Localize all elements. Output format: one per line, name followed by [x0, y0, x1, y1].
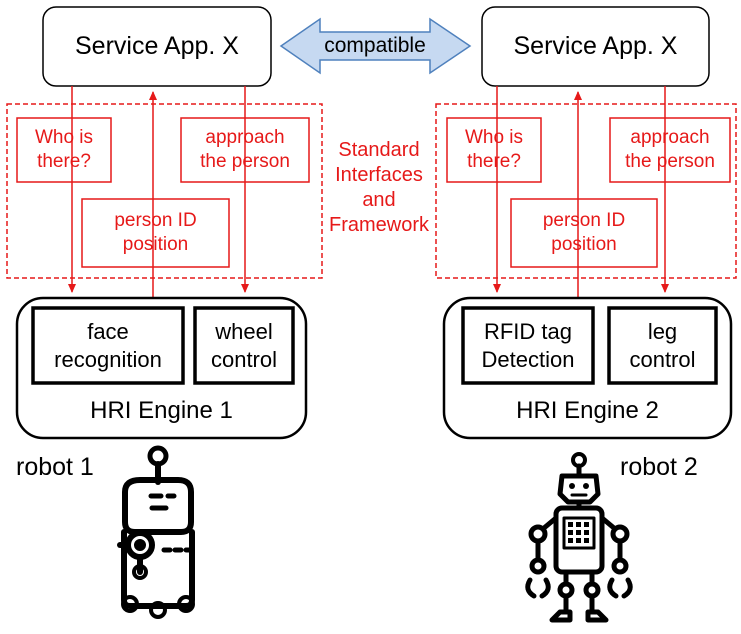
- compatible-double-arrow: [279, 17, 472, 75]
- hri-engine-label-1: HRI Engine 1: [90, 397, 233, 424]
- module-line-1: leg: [647, 319, 678, 344]
- module-line-1: face: [87, 319, 129, 344]
- service-app-box-right: [481, 6, 710, 87]
- module-box-leg-control: [607, 306, 718, 385]
- module-box-rfid-detection: [461, 306, 595, 385]
- who-is-there-label-right: Who is there?: [447, 126, 541, 174]
- module-line-2: Detection: [481, 347, 575, 372]
- approach-person-label-right: approach the person: [610, 126, 730, 174]
- who-is-there-box-right: [446, 117, 542, 183]
- approach-line-1: approach: [630, 127, 710, 148]
- service-app-box-left: [42, 6, 272, 87]
- compatible-label: compatible: [324, 34, 426, 57]
- round-robot-icon: [117, 445, 195, 619]
- approach-line-1: approach: [205, 127, 285, 148]
- who-is-there-label-left: Who is there?: [17, 126, 111, 174]
- module-label-wheel-control: wheel control: [195, 318, 293, 374]
- robot-label-1: robot 1: [16, 453, 94, 481]
- standard-label-line-3: and: [362, 189, 396, 211]
- standard-label-line-1: Standard: [338, 139, 420, 161]
- humanoid-robot-icon: [525, 452, 633, 623]
- person-line-1: person ID: [114, 210, 197, 231]
- module-label-leg-control: leg control: [609, 318, 716, 374]
- hri-engine-label-2: HRI Engine 2: [516, 397, 659, 424]
- module-line-2: recognition: [54, 347, 162, 372]
- standard-interface-region-left: [6, 103, 323, 279]
- robot-label-2: robot 2: [620, 453, 698, 481]
- who-is-there-box-left: [16, 117, 112, 183]
- service-app-title-right: Service App. X: [513, 32, 678, 60]
- approach-person-label-left: approach the person: [181, 126, 309, 174]
- who-line-2: there?: [37, 151, 91, 172]
- module-box-face-recognition: [31, 306, 185, 385]
- approach-person-box-right: [609, 117, 731, 183]
- person-id-box-right: [510, 198, 658, 268]
- person-line-1: person ID: [542, 210, 626, 231]
- person-id-label-left: person ID position: [82, 209, 229, 257]
- person-line-2: position: [122, 234, 189, 255]
- who-line-1: Who is: [464, 127, 524, 148]
- person-line-2: position: [551, 234, 617, 255]
- person-id-box-left: [81, 198, 230, 268]
- standard-interface-region-right: [435, 103, 737, 279]
- module-line-2: control: [210, 347, 278, 372]
- module-line-1: RFID tag: [483, 319, 573, 344]
- standard-label-line-2: Interfaces: [335, 164, 423, 186]
- standard-interfaces-label: Standard Interfaces and Framework: [322, 138, 436, 238]
- service-app-title-left: Service App. X: [75, 32, 239, 60]
- module-label-face-recognition: face recognition: [33, 318, 183, 374]
- person-id-label-right: person ID position: [511, 209, 657, 257]
- who-line-2: there?: [467, 151, 521, 172]
- module-line-1: wheel: [215, 319, 273, 344]
- module-box-wheel-control: [193, 306, 295, 385]
- who-line-1: Who is: [34, 127, 94, 148]
- module-label-rfid-detection: RFID tag Detection: [463, 318, 593, 374]
- standard-label-line-4: Framework: [328, 214, 429, 236]
- approach-line-2: the person: [200, 151, 290, 172]
- module-line-2: control: [629, 347, 696, 372]
- approach-line-2: the person: [625, 151, 715, 172]
